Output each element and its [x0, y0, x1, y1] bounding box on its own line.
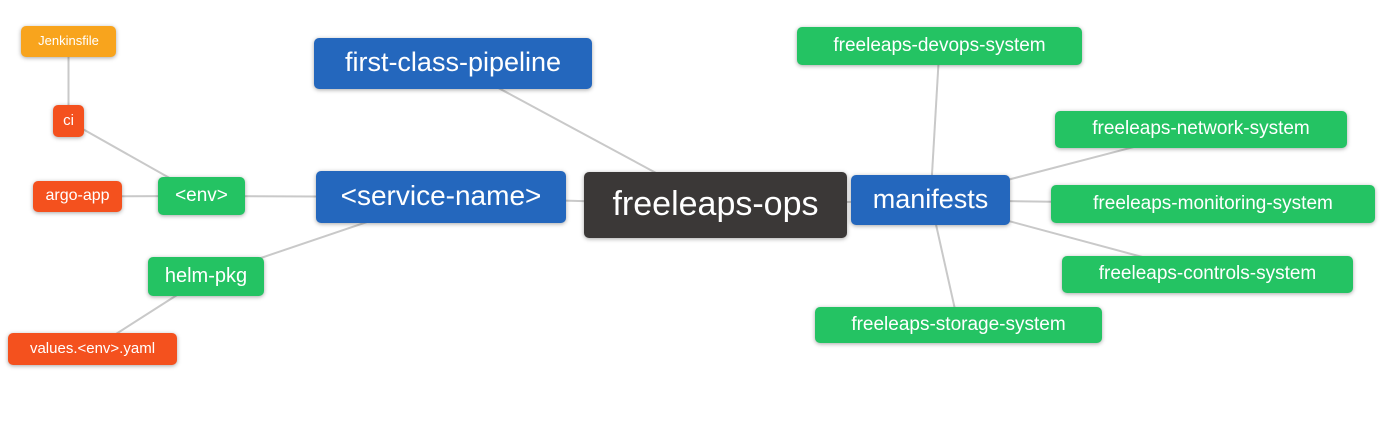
node-label: ci	[63, 111, 74, 129]
node-argo-app[interactable]: argo-app	[33, 181, 122, 212]
node-monitoring-system[interactable]: freeleaps-monitoring-system	[1051, 185, 1375, 223]
node-label: freeleaps-network-system	[1092, 118, 1310, 139]
node-label: helm-pkg	[164, 264, 248, 287]
node-jenkinsfile[interactable]: Jenkinsfile	[21, 26, 116, 57]
node-freeleaps-ops[interactable]: freeleaps-ops	[584, 172, 847, 238]
node-label: <env>	[175, 184, 228, 206]
node-label: freeleaps-storage-system	[851, 313, 1066, 335]
node-network-system[interactable]: freeleaps-network-system	[1055, 111, 1347, 148]
node-env[interactable]: <env>	[158, 177, 245, 215]
node-controls-system[interactable]: freeleaps-controls-system	[1062, 256, 1353, 293]
node-devops-system[interactable]: freeleaps-devops-system	[797, 27, 1082, 65]
node-storage-system[interactable]: freeleaps-storage-system	[815, 307, 1102, 343]
node-label: freeleaps-ops	[612, 185, 819, 223]
node-helm-pkg[interactable]: helm-pkg	[148, 257, 264, 296]
node-label: <service-name>	[340, 180, 542, 211]
node-label: freeleaps-controls-system	[1098, 263, 1317, 284]
edge-devops-system-manifests	[929, 45, 941, 201]
node-service-name[interactable]: <service-name>	[316, 171, 566, 223]
node-label: Jenkinsfile	[38, 33, 99, 48]
node-manifests[interactable]: manifests	[851, 175, 1010, 225]
node-label: argo-app	[45, 186, 110, 204]
node-label: first-class-pipeline	[344, 47, 562, 77]
node-label: freeleaps-devops-system	[833, 34, 1046, 56]
node-label: values.<env>.yaml	[29, 339, 156, 357]
node-label: freeleaps-monitoring-system	[1093, 192, 1333, 214]
node-first-class-pipeline[interactable]: first-class-pipeline	[314, 38, 592, 89]
node-ci[interactable]: ci	[53, 105, 84, 137]
node-label: manifests	[872, 183, 989, 214]
node-values-env-yaml[interactable]: values.<env>.yaml	[8, 333, 177, 365]
